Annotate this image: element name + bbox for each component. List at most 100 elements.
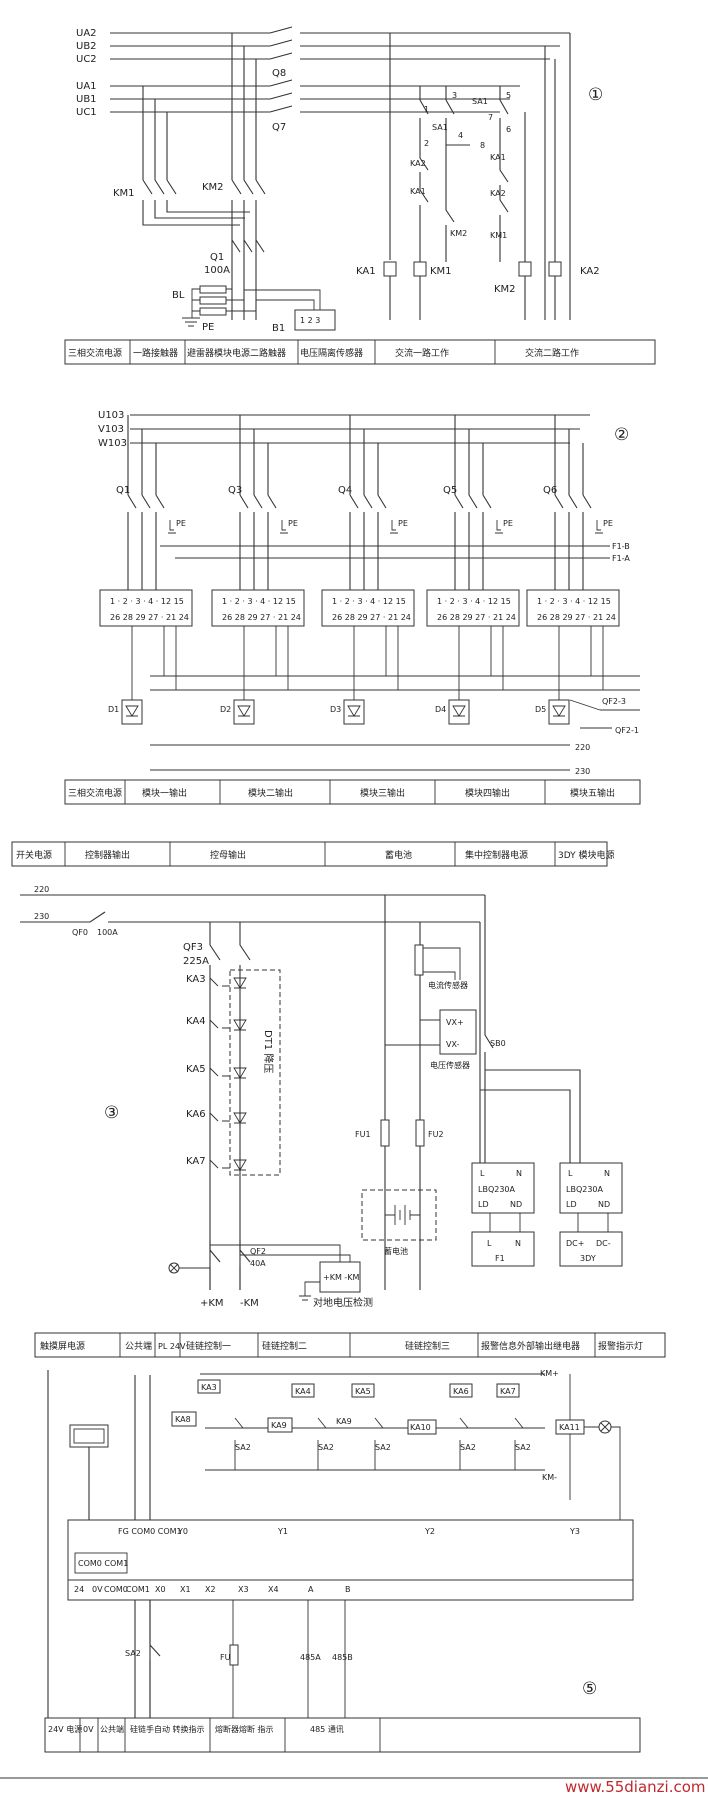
relay-ka7: [496, 1383, 520, 1398]
sb0-feed: [484, 895, 494, 1165]
dt1-diode-5: [233, 1159, 247, 1171]
s5-f-2: 0V: [83, 1725, 94, 1734]
coil-ka11-label: KA11: [559, 1423, 580, 1432]
q1-rating: 100A: [204, 265, 230, 276]
plc-terminal-5: X0: [155, 1585, 166, 1594]
s3-220: 220: [34, 885, 49, 894]
qf3-rating: 225A: [183, 956, 209, 967]
module-2-out-wires: [243, 626, 289, 700]
km2-nc-chain: [445, 145, 455, 262]
km2-nc-label: KM2: [450, 229, 467, 238]
ka-4-label: KA4: [186, 1016, 206, 1027]
plc-terminal-1: 24: [74, 1585, 84, 1594]
module-4-out-wires: [458, 626, 504, 700]
module-4-bottom-pins: 26 28 29 27 · 21 24: [437, 613, 516, 622]
sa1-label-b: SA1: [472, 97, 488, 106]
485a-label: 485A: [300, 1653, 321, 1662]
section-5-plc-control: 触摸屏电源 公共端 PL 24V 硅链控制一 硅链控制二 硅链控制三 报警信息外…: [0, 1332, 708, 1796]
module-2-bottom-pins: 26 28 29 27 · 21 24: [222, 613, 301, 622]
s1-h-5: 交流一路工作: [395, 347, 449, 359]
bus-w103: W103: [98, 438, 127, 449]
ground-check-wires: [210, 1244, 351, 1301]
diode-d3-box: [343, 699, 365, 725]
section-mark-2: ②: [614, 425, 629, 445]
qf0-rating: 100A: [97, 928, 118, 937]
bus-uc1: UC1: [76, 107, 97, 118]
module-3-switch: [349, 494, 387, 590]
dt1-diode-4: [233, 1112, 247, 1124]
relay-ka5: [351, 1383, 375, 1398]
ground-symbol: [182, 317, 200, 327]
plc-com-label: COM0 COM1: [78, 1559, 128, 1568]
qf23-label: QF2-3: [602, 697, 626, 706]
module-2-q-label: Q3: [228, 485, 242, 496]
sa1-label-a: SA1: [432, 123, 448, 132]
relay-ka4-label: KA4: [295, 1387, 311, 1396]
plc-terminal-2: 0V: [92, 1585, 103, 1594]
relay-ka3-label: KA3: [201, 1383, 217, 1392]
sa2-input-label: SA2: [125, 1649, 141, 1658]
pin-3: 3: [452, 91, 457, 100]
ka-5-contact: [209, 1067, 230, 1077]
plc-y2: Y2: [424, 1527, 435, 1536]
diode-d1-label: D1: [108, 705, 119, 714]
module-4-switch: [454, 494, 492, 590]
pin-5: 5: [506, 91, 511, 100]
arrester-ground: [191, 288, 200, 318]
km1-drops: [142, 86, 168, 180]
touchscreen: [69, 1424, 109, 1448]
f1-l: L: [487, 1239, 492, 1248]
lbq-box-1: [471, 1162, 535, 1214]
s5-h-8: 报警指示灯: [598, 1340, 643, 1352]
module-3-out-wires: [353, 626, 399, 700]
main-dc-bus: [209, 922, 221, 1290]
coil-ka1: [383, 261, 397, 277]
vsensor-wires: [385, 1019, 440, 1046]
b1-wires: [244, 289, 321, 310]
s1-header-dividers: [129, 340, 496, 364]
module-4-q-label: Q5: [443, 485, 457, 496]
module-3-top-pins: 1 · 2 · 3 · 4 · 12 15: [332, 597, 406, 606]
s5-footer-band: [44, 1717, 641, 1753]
s5-h-2: 公共端: [125, 1340, 152, 1352]
s2-header-dividers: [124, 780, 546, 804]
sa2-3-contact: [374, 1417, 384, 1470]
dt1-diode-3: [233, 1067, 247, 1079]
battery-cells: [384, 1190, 421, 1225]
s1-h-4: 电压隔离传感器: [300, 347, 363, 359]
fu-input: [229, 1644, 239, 1666]
coil-ka1-label: KA1: [356, 266, 376, 277]
qf2-label: QF2: [250, 1247, 266, 1256]
b1-terms: 1 2 3: [300, 316, 320, 325]
section-mark-1: ①: [588, 85, 603, 105]
plc-y0: Y0: [177, 1527, 188, 1536]
dy3-label: 3DY: [580, 1254, 596, 1263]
touchscreen-display: [73, 1428, 105, 1444]
relay-ka3: [197, 1379, 221, 1394]
485b-label: 485B: [332, 1653, 353, 1662]
bus-ua1: UA1: [76, 81, 97, 92]
s5-f-6: 485 通讯: [310, 1724, 344, 1734]
s3-ac-lines: [20, 894, 485, 923]
lbq2-nd: ND: [598, 1200, 610, 1209]
relay-ka7-label: KA7: [500, 1387, 516, 1396]
arrester-2: [199, 296, 227, 305]
s1-h-2: 一路接触器: [133, 347, 178, 359]
dy3-load: [559, 1231, 623, 1267]
diode-d4-symbol: [452, 705, 466, 717]
f1b-label: F1-B: [612, 542, 630, 551]
dt1-box: [229, 969, 281, 1176]
km1-nc-label: KM1: [490, 231, 507, 240]
fu2-label: FU2: [428, 1130, 444, 1139]
shunt-wires: [423, 947, 461, 980]
km-minus-label: -KM: [240, 1298, 259, 1309]
coil-ka10: [407, 1419, 437, 1435]
q8-switch: [269, 26, 293, 60]
voltage-sensor-box: [439, 1009, 477, 1055]
diode-d2-box: [233, 699, 255, 725]
f1-load: [471, 1231, 535, 1267]
fu-input-label: FU: [220, 1653, 231, 1662]
km2-drops: [231, 33, 257, 180]
ka1-ka2-chain: [499, 160, 509, 262]
